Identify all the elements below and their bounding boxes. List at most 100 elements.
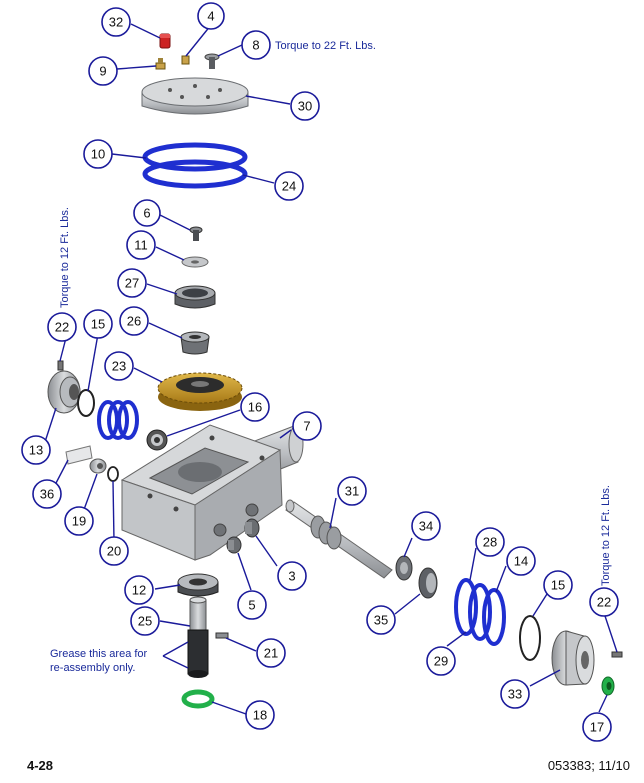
part-16-bearing	[146, 429, 168, 451]
svg-text:34: 34	[419, 519, 433, 534]
part-5-plug	[226, 536, 242, 554]
callout-22-right: 22	[589, 587, 619, 617]
grease-note-line1: Grease this area for	[50, 648, 148, 660]
part-13-bearing-cap	[47, 370, 81, 414]
part-11-washer	[181, 256, 209, 268]
callout-6: 6	[133, 199, 161, 227]
callout-15-left: 15	[83, 309, 113, 339]
page-number: 4-28	[27, 758, 54, 773]
part-7-gearbox-housing	[120, 424, 304, 561]
part-12-bearing	[177, 573, 219, 597]
callout-8: 8	[241, 30, 271, 60]
part-15-o-ring-left	[77, 389, 95, 417]
svg-text:20: 20	[107, 544, 121, 559]
svg-text:15: 15	[91, 317, 105, 332]
callout-23: 23	[104, 351, 134, 381]
part-19-plug	[89, 458, 107, 474]
part-28-29-14-shims-right	[454, 578, 506, 646]
svg-text:27: 27	[125, 276, 139, 291]
leader-lines	[43, 23, 618, 715]
svg-text:19: 19	[72, 514, 86, 529]
svg-text:11: 11	[134, 238, 148, 253]
svg-text:6: 6	[143, 206, 150, 221]
svg-text:13: 13	[29, 443, 43, 458]
svg-text:36: 36	[40, 487, 54, 502]
callout-9: 9	[88, 56, 118, 86]
callout-11: 11	[126, 230, 156, 260]
svg-text:7: 7	[303, 419, 310, 434]
part-10-gasket	[142, 142, 248, 172]
callout-13: 13	[21, 435, 51, 465]
svg-text:26: 26	[127, 314, 141, 329]
grease-note-line2: re-assembly only.	[50, 662, 135, 674]
svg-text:33: 33	[508, 687, 522, 702]
part-17-green-seal	[601, 676, 615, 696]
part-8-bolt	[204, 53, 220, 69]
svg-text:12: 12	[132, 583, 146, 598]
svg-text:17: 17	[590, 720, 604, 735]
svg-text:9: 9	[99, 64, 106, 79]
callout-22-left: 22	[47, 312, 77, 342]
torque-note-top: Torque to 22 Ft. Lbs.	[275, 40, 376, 52]
torque-note-right: Torque to 12 Ft. Lbs.	[600, 485, 612, 586]
callout-16: 16	[240, 392, 270, 422]
callout-10: 10	[83, 139, 113, 169]
callout-31: 31	[337, 476, 367, 506]
callout-12: 12	[124, 575, 154, 605]
part-36-label-plate	[65, 445, 93, 465]
svg-text:32: 32	[109, 15, 123, 30]
part-20-o-ring	[107, 466, 119, 482]
document-id: 053383; 11/10	[547, 758, 630, 773]
part-4-fitting	[181, 55, 190, 65]
part-24-gasket	[142, 159, 248, 189]
callout-15-right: 15	[543, 570, 573, 600]
svg-text:3: 3	[288, 569, 295, 584]
part-22-grease-fitting-left	[57, 360, 64, 371]
callout-33: 33	[500, 679, 530, 709]
svg-text:22: 22	[55, 320, 69, 335]
callout-3: 3	[277, 561, 307, 591]
callout-4: 4	[197, 2, 225, 30]
callout-27: 27	[117, 268, 147, 298]
callout-36: 36	[32, 479, 62, 509]
svg-text:15: 15	[551, 578, 565, 593]
callout-28: 28	[475, 527, 505, 557]
callout-30: 30	[290, 91, 320, 121]
callout-34: 34	[411, 511, 441, 541]
part-35-bearing-cup	[418, 567, 438, 599]
svg-text:31: 31	[345, 484, 359, 499]
svg-text:14: 14	[514, 554, 528, 569]
callout-18: 18	[245, 700, 275, 730]
blue-shims-left	[97, 400, 139, 440]
svg-text:10: 10	[91, 147, 105, 162]
svg-text:24: 24	[282, 179, 296, 194]
part-34-bearing-cone	[395, 555, 413, 581]
svg-text:30: 30	[298, 99, 312, 114]
part-26-bearing-cone	[180, 331, 210, 355]
callout-14: 14	[506, 546, 536, 576]
part-30-cover-plate	[141, 77, 249, 115]
callout-24: 24	[274, 171, 304, 201]
callout-17: 17	[582, 712, 612, 742]
callout-19: 19	[64, 506, 94, 536]
svg-text:4: 4	[207, 9, 214, 24]
part-9-fitting	[155, 58, 166, 70]
callout-26: 26	[119, 306, 149, 336]
svg-text:35: 35	[374, 613, 388, 628]
part-25-pinion-shaft	[187, 596, 209, 678]
callout-21: 21	[256, 638, 286, 668]
part-33-end-cap	[551, 630, 595, 686]
callout-7: 7	[292, 411, 322, 441]
torque-note-left: Torque to 12 Ft. Lbs.	[59, 207, 71, 308]
svg-text:28: 28	[483, 535, 497, 550]
callout-5: 5	[237, 590, 267, 620]
svg-text:16: 16	[248, 400, 262, 415]
part-18-green-seal	[181, 689, 215, 709]
svg-text:8: 8	[252, 38, 259, 53]
svg-text:21: 21	[264, 646, 278, 661]
part-3-plug	[244, 518, 260, 538]
part-23-bronze-gear	[157, 372, 243, 411]
svg-text:18: 18	[253, 708, 267, 723]
part-27-bearing-cup	[174, 285, 216, 309]
